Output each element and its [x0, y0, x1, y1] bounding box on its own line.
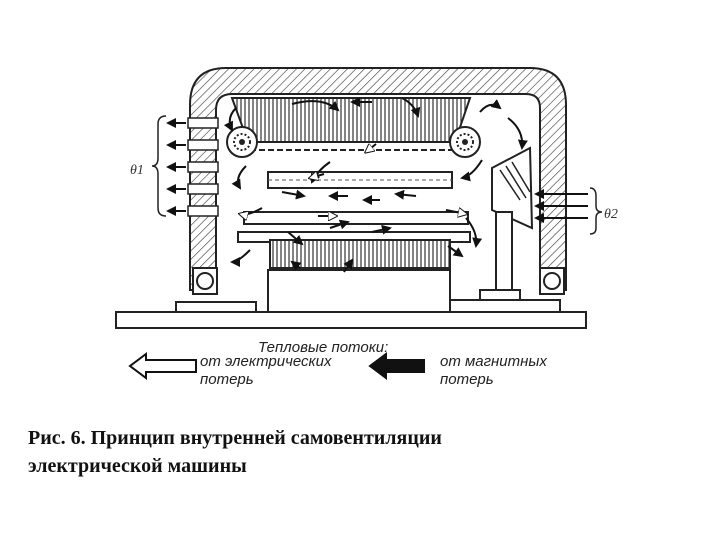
- left-vent-slots: [187, 117, 219, 217]
- electric-losses-arrow: [128, 352, 197, 380]
- left-fan: [226, 126, 258, 158]
- stator-core: [230, 97, 472, 151]
- theta1-brace: [151, 115, 167, 217]
- theta2-brace: [589, 187, 603, 235]
- left-bearing: [192, 267, 218, 295]
- legend-magnetic-line1: от магнитных: [440, 353, 547, 370]
- legend-electric-line2: потерь: [200, 371, 254, 388]
- machine-ventilation-diagram: θ1 θ2 Тепловые потоки: от электрических …: [115, 67, 618, 388]
- rotor: [237, 171, 471, 269]
- figure-caption: Рис. 6. Принцип внутренней самовентиляци…: [28, 424, 688, 480]
- right-inflow-arrows: [534, 189, 588, 223]
- left-outflow-arrows: [166, 118, 186, 216]
- legend-heading: Тепловые потоки:: [258, 339, 388, 356]
- shaft: [115, 269, 587, 329]
- theta1-label: θ1: [130, 163, 144, 178]
- internal-flow-arrows: [223, 97, 528, 273]
- right-bearing: [539, 267, 565, 295]
- internal-flow-arrows-open: [240, 144, 466, 216]
- legend-electric-line1: от электрических: [200, 353, 332, 370]
- right-fan: [449, 126, 481, 158]
- caption-line2: электрической машины: [28, 455, 247, 477]
- legend-magnetic-line2: потерь: [440, 371, 494, 388]
- right-end-shield: [479, 146, 534, 301]
- caption-line1: Рис. 6. Принцип внутренней самовентиляци…: [28, 427, 442, 449]
- magnetic-losses-arrow: [368, 352, 425, 380]
- theta2-label: θ2: [604, 207, 618, 222]
- heat-flow-legend: Тепловые потоки: от электрических потерь…: [128, 339, 547, 388]
